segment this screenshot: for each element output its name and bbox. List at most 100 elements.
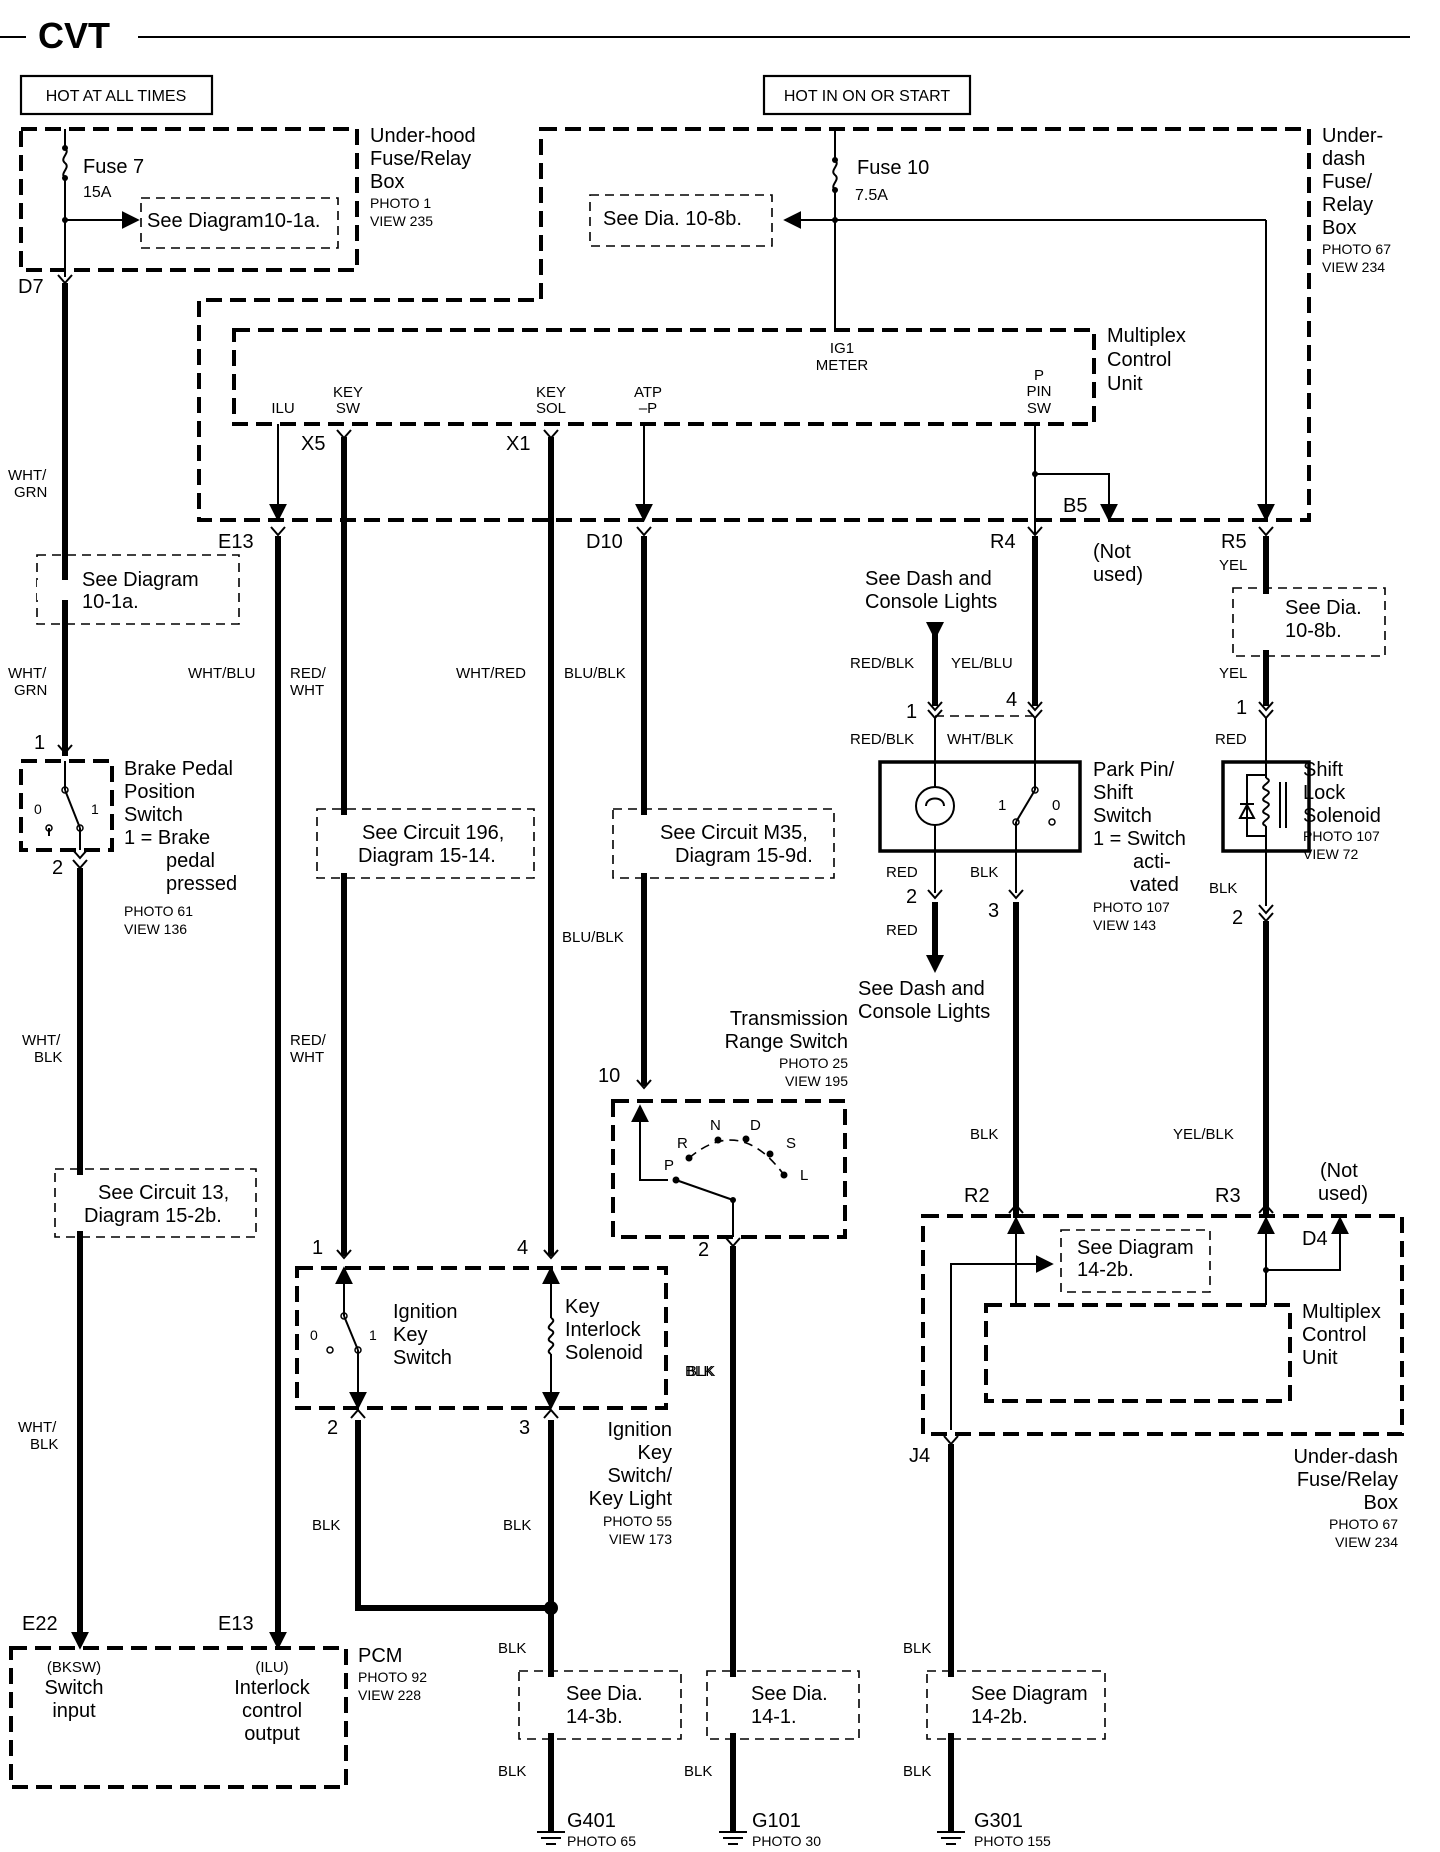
- fuse-7-label: Fuse 7: [83, 156, 144, 178]
- underhood-box-label: Under-hood Fuse/Relay Box PHOTO 1 VIEW 2…: [370, 125, 476, 229]
- wire-blk-g401-top: BLK: [498, 1640, 526, 1657]
- atp-terminal-label-2: –P: [639, 400, 657, 417]
- hot-in-on-label: HOT IN ON OR START: [784, 88, 950, 105]
- parkpin-pin-4: 4: [1006, 689, 1017, 711]
- trs-pos-p: P: [664, 1157, 674, 1174]
- svg-text:Switch: Switch: [393, 1347, 452, 1369]
- wire-blk-g101-bottom: BLK: [684, 1763, 712, 1780]
- svg-text:PHOTO 25: PHOTO 25: [779, 1055, 848, 1071]
- underdash-bottom-box: [921, 1214, 1404, 1436]
- wire-blu-blk-mid: BLU/BLK: [562, 929, 624, 946]
- see-diagram-14-2b-inner-2: 14-2b.: [1077, 1259, 1134, 1281]
- b5-not-used-2: used): [1093, 564, 1143, 586]
- svg-text:pressed: pressed: [166, 873, 237, 895]
- svg-text:Control: Control: [1107, 349, 1171, 371]
- splice-junction: [544, 1601, 558, 1615]
- pin-r3: R3: [1215, 1185, 1241, 1207]
- wire-wht-blu: WHT/BLU: [188, 665, 256, 682]
- svg-text:See Dash and: See Dash and: [858, 978, 985, 1000]
- see-circuit-m35-box: [612, 808, 835, 879]
- wire-wht-blk-mid: WHT/: [22, 1032, 61, 1049]
- trs-pos-r: R: [677, 1135, 688, 1152]
- svg-text:PCM: PCM: [358, 1645, 402, 1667]
- wire-blu-blk-top: BLU/BLK: [564, 665, 626, 682]
- shift-lock-solenoid-label: Shift Lock Solenoid PHOTO 107 VIEW 72: [1303, 759, 1381, 862]
- parkpin-pin-3: 3: [988, 900, 999, 922]
- wire-blk-ign-right: BLK: [687, 1363, 715, 1380]
- svg-text:1 = Switch: 1 = Switch: [1093, 828, 1186, 850]
- parkpin-pos-0: 0: [1052, 797, 1060, 814]
- see-circuit-196-line1: See Circuit 196,: [362, 822, 504, 844]
- ignition-key-light-label: Ignition Key Switch/ Key Light PHOTO 55 …: [589, 1419, 673, 1547]
- pin-e22: E22: [22, 1613, 58, 1635]
- svg-text:PHOTO 55: PHOTO 55: [603, 1513, 672, 1529]
- pcm-bksw-input: (BKSW) Switch input: [45, 1659, 104, 1722]
- pin-r4: R4: [990, 531, 1016, 553]
- see-diagram-10-1a-line1: See Diagram: [82, 569, 199, 591]
- wire-blk-parkpin: BLK: [970, 864, 998, 881]
- wire-wht-blk-inline: WHT/BLK: [947, 731, 1014, 748]
- svg-text:Park Pin/: Park Pin/: [1093, 759, 1175, 781]
- see-circuit-13-line2: Diagram 15-2b.: [84, 1205, 222, 1227]
- svg-text:Position: Position: [124, 781, 195, 803]
- brake-pos-0: 0: [34, 801, 42, 817]
- see-dia-10-8b-line2: 10-8b.: [1285, 620, 1342, 642]
- ground-g101-icon: [719, 1831, 747, 1845]
- wire-wht-grn-top-2: GRN: [14, 484, 47, 501]
- svg-text:Interlock: Interlock: [565, 1319, 642, 1341]
- pcm-label: PCM PHOTO 92 VIEW 228: [358, 1645, 427, 1703]
- svg-text:Brake Pedal: Brake Pedal: [124, 758, 233, 780]
- key-sw-terminal-label-2: SW: [336, 400, 361, 417]
- see-dia-14-1-line1: See Dia.: [751, 1683, 828, 1705]
- svg-text:PHOTO 67: PHOTO 67: [1329, 1516, 1398, 1532]
- svg-text:Multiplex: Multiplex: [1107, 325, 1186, 347]
- ground-g301-icon: [937, 1831, 965, 1845]
- svg-text:Switch: Switch: [45, 1677, 104, 1699]
- trs-pos-l: L: [800, 1167, 808, 1184]
- svg-text:pedal: pedal: [166, 850, 215, 872]
- svg-text:Box: Box: [1322, 217, 1356, 239]
- wire-red-blk-mid: RED/BLK: [850, 731, 914, 748]
- svg-text:acti-: acti-: [1133, 851, 1171, 873]
- svg-text:(BKSW): (BKSW): [47, 1659, 101, 1676]
- wire-wht-grn-top: WHT/: [8, 467, 47, 484]
- atp-terminal-label: ATP: [634, 384, 662, 401]
- fuse-7-amps: 15A: [83, 184, 112, 201]
- svg-text:VIEW 173: VIEW 173: [609, 1531, 672, 1547]
- svg-text:VIEW 136: VIEW 136: [124, 921, 187, 937]
- wire-blk-g301-bottom: BLK: [903, 1763, 931, 1780]
- brake-switch-label: Brake Pedal Position Switch 1 = Brake pe…: [124, 758, 237, 937]
- svg-text:Solenoid: Solenoid: [565, 1342, 643, 1364]
- ppin-terminal-label-3: SW: [1027, 400, 1052, 417]
- trs-pin-10: 10: [598, 1065, 620, 1087]
- pin-e13-top: E13: [218, 531, 254, 553]
- d4-not-used: (Not: [1320, 1160, 1358, 1182]
- svg-text:Lock: Lock: [1303, 782, 1346, 804]
- svg-text:Range Switch: Range Switch: [725, 1031, 848, 1053]
- parkpin-pin-2: 2: [906, 886, 917, 908]
- ground-g401-icon: [537, 1831, 565, 1845]
- hot-at-all-times-label: HOT AT ALL TIMES: [46, 88, 187, 105]
- see-dia-10-8b-line1: See Dia.: [1285, 597, 1362, 619]
- see-circuit-13-line1: See Circuit 13,: [98, 1182, 229, 1204]
- svg-text:Transmission: Transmission: [730, 1008, 848, 1030]
- mcu-top-label: Multiplex Control Unit: [1107, 325, 1186, 395]
- see-diagram-14-2b-line1: See Diagram: [971, 1683, 1088, 1705]
- svg-text:Console Lights: Console Lights: [858, 1001, 990, 1023]
- fuse-7-icon: [62, 147, 68, 179]
- key-sol-terminal-label: KEY: [536, 384, 566, 401]
- svg-text:PHOTO 67: PHOTO 67: [1322, 241, 1391, 257]
- pin-d4: D4: [1302, 1228, 1328, 1250]
- pin-x1: X1: [506, 433, 530, 455]
- ground-g301-photo: PHOTO 155: [974, 1833, 1051, 1849]
- dash-lights-ref-bottom: See Dash and Console Lights: [858, 978, 990, 1023]
- underdash-bottom-label: Under-dash Fuse/Relay Box PHOTO 67 VIEW …: [1293, 1446, 1398, 1550]
- svg-text:Fuse/: Fuse/: [1322, 171, 1372, 193]
- see-diagram-14-2b-inner-box: [1060, 1229, 1211, 1293]
- see-diagram-10-1a-line2: 10-1a.: [82, 591, 139, 613]
- svg-text:PHOTO 61: PHOTO 61: [124, 903, 193, 919]
- svg-text:Key: Key: [638, 1442, 672, 1464]
- see-dia-14-3b-box: [518, 1670, 682, 1740]
- svg-text:output: output: [244, 1723, 300, 1745]
